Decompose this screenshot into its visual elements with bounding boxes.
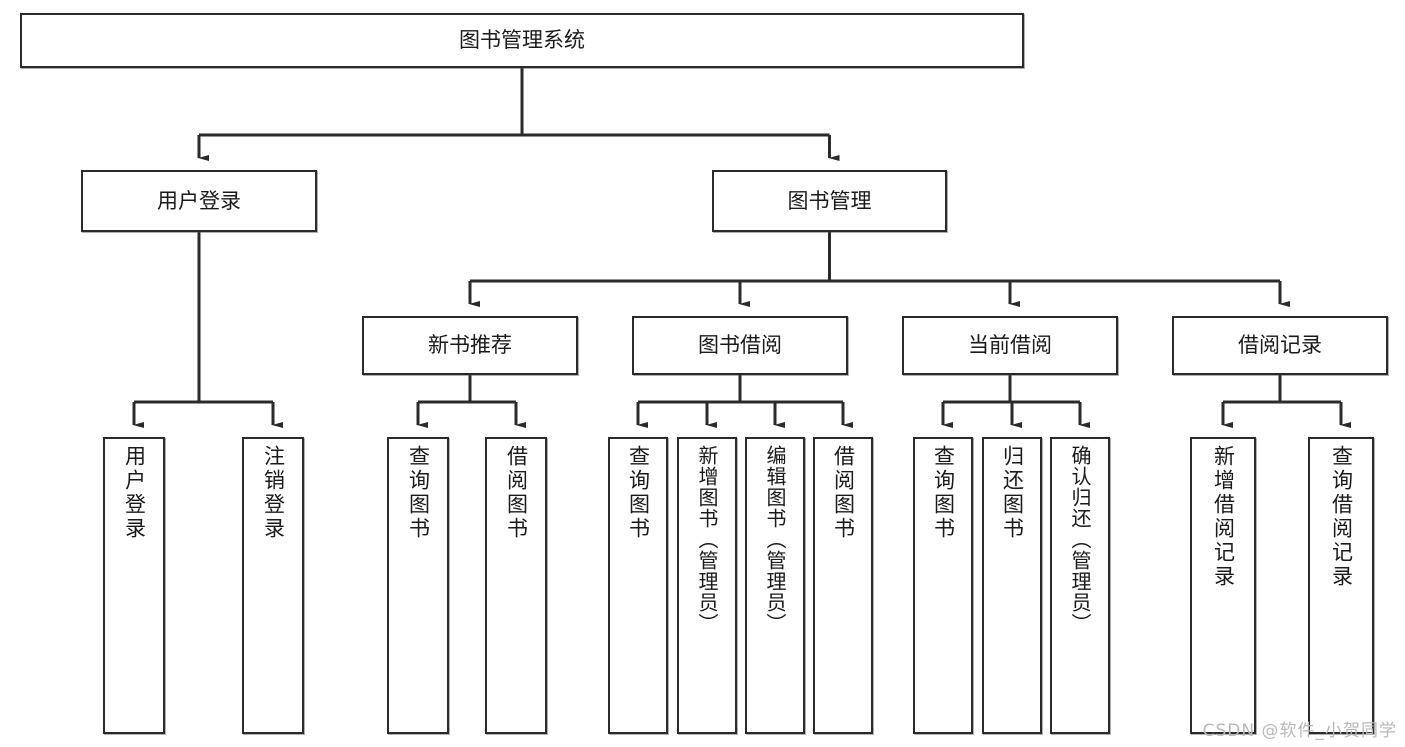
node-label-leaf-borrow-book-1: 借阅图书 xyxy=(504,445,529,541)
node-book-manage[interactable]: 图书管理 xyxy=(712,170,947,232)
node-leaf-user-logout[interactable]: 注销登录 xyxy=(242,437,304,734)
node-leaf-query-book-2[interactable]: 查询图书 xyxy=(608,437,668,734)
node-borrow-record[interactable]: 借阅记录 xyxy=(1172,316,1388,375)
node-label-leaf-add-record: 新增借阅记录 xyxy=(1211,445,1236,589)
node-label-leaf-query-book-1: 查询图书 xyxy=(406,445,431,541)
node-label-leaf-user-logout: 注销登录 xyxy=(261,445,286,541)
node-leaf-add-record[interactable]: 新增借阅记录 xyxy=(1190,437,1256,734)
node-label-leaf-edit-book: 编辑图书（管理员） xyxy=(763,445,787,634)
node-label-leaf-query-record: 查询借阅记录 xyxy=(1329,445,1354,589)
node-label-root: 图书管理系统 xyxy=(459,28,585,53)
node-leaf-confirm-return[interactable]: 确认归还（管理员） xyxy=(1050,437,1110,734)
node-leaf-add-book[interactable]: 新增图书（管理员） xyxy=(677,437,737,734)
node-new-book-recommend[interactable]: 新书推荐 xyxy=(362,316,578,375)
node-label-borrow-record: 借阅记录 xyxy=(1238,333,1322,358)
node-leaf-query-book-3[interactable]: 查询图书 xyxy=(913,437,973,734)
node-root[interactable]: 图书管理系统 xyxy=(20,13,1024,68)
node-label-leaf-user-login: 用户登录 xyxy=(122,445,147,541)
node-label-user-login: 用户登录 xyxy=(157,188,241,213)
node-label-leaf-return-book: 归还图书 xyxy=(1000,445,1025,541)
node-label-leaf-borrow-book-2: 借阅图书 xyxy=(831,445,856,541)
node-leaf-user-login[interactable]: 用户登录 xyxy=(103,437,165,734)
node-label-current-borrow: 当前借阅 xyxy=(968,333,1052,358)
node-label-leaf-add-book: 新增图书（管理员） xyxy=(695,445,719,634)
node-current-borrow[interactable]: 当前借阅 xyxy=(902,316,1118,375)
node-user-login[interactable]: 用户登录 xyxy=(81,170,317,232)
node-label-new-book-recommend: 新书推荐 xyxy=(428,333,512,358)
node-leaf-borrow-book-1[interactable]: 借阅图书 xyxy=(485,437,547,734)
node-label-leaf-confirm-return: 确认归还（管理员） xyxy=(1068,445,1092,634)
node-label-leaf-query-book-3: 查询图书 xyxy=(931,445,956,541)
node-book-borrow[interactable]: 图书借阅 xyxy=(632,316,848,375)
watermark-text: CSDN @软件_小贺同学 xyxy=(1202,721,1397,741)
node-leaf-query-book-1[interactable]: 查询图书 xyxy=(387,437,449,734)
node-label-book-borrow: 图书借阅 xyxy=(698,333,782,358)
node-leaf-query-record[interactable]: 查询借阅记录 xyxy=(1308,437,1374,734)
node-leaf-return-book[interactable]: 归还图书 xyxy=(982,437,1042,734)
node-label-book-manage: 图书管理 xyxy=(787,188,872,213)
node-leaf-edit-book[interactable]: 编辑图书（管理员） xyxy=(745,437,805,734)
node-label-leaf-query-book-2: 查询图书 xyxy=(626,445,651,541)
node-leaf-borrow-book-2[interactable]: 借阅图书 xyxy=(813,437,873,734)
